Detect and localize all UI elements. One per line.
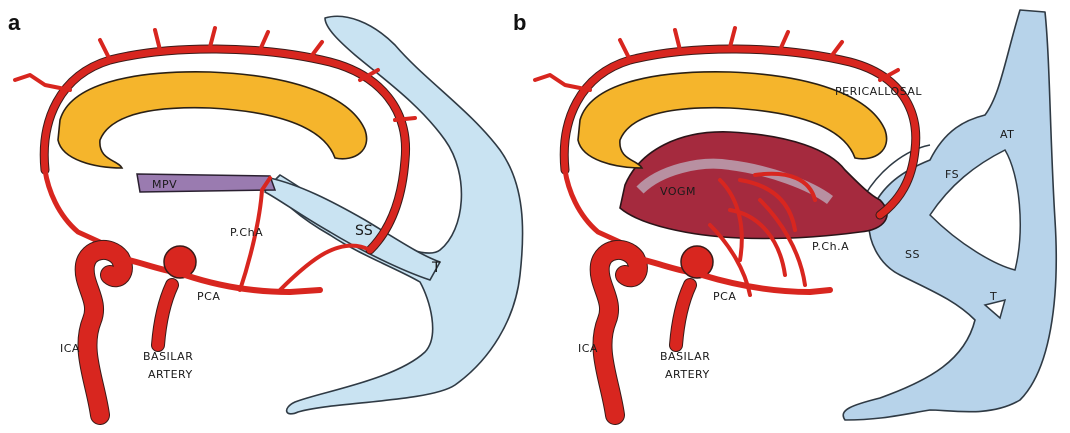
panel-a-straight-sinus — [265, 178, 440, 280]
panel-a-letter: a — [8, 10, 21, 35]
panel-b-label-pcha: P.Ch.A — [812, 240, 849, 253]
panel-a-label-pcha: P.ChA — [230, 226, 263, 239]
panel-b-label-basilar-2: ARTERY — [665, 368, 710, 381]
panel-a-ica — [85, 250, 123, 415]
panel-a-label-pca: PCA — [197, 290, 220, 303]
panel-a: a MPV P.ChA SS T PCA ICA BASI — [8, 10, 523, 415]
panel-a-basilar-tip — [164, 246, 196, 278]
panel-a-corpus-callosum — [58, 72, 367, 168]
panel-a-aca-segment — [45, 170, 100, 242]
panel-a-label-t: T — [431, 260, 441, 276]
panel-b-label-ica: ICA — [578, 342, 598, 355]
panel-b-label-pericallosal: PERICALLOSAL — [835, 85, 922, 98]
panel-b-label-at: AT — [1000, 128, 1014, 141]
panel-b-label-t: T — [989, 290, 997, 303]
panel-b-label-fs: FS — [945, 168, 959, 181]
panel-b-letter: b — [513, 10, 526, 35]
panel-b-label-ss: SS — [905, 248, 920, 261]
panel-b-label-pca: PCA — [713, 290, 736, 303]
panel-a-pca-branch — [280, 246, 370, 290]
panel-b: b PERICALLOSAL AT FS VOGM — [513, 10, 1056, 420]
panel-b-label-vogm: VOGM — [660, 185, 696, 198]
panel-b-label-basilar-1: BASILAR — [660, 350, 710, 363]
panel-b-basilar-tip — [681, 246, 713, 278]
panel-b-ica — [600, 250, 638, 415]
panel-a-label-mpv: MPV — [152, 178, 177, 191]
panel-a-label-basilar-2: ARTERY — [148, 368, 193, 381]
panel-a-label-ss: SS — [355, 223, 373, 239]
panel-b-aca-segment — [565, 170, 620, 242]
panel-a-label-ica: ICA — [60, 342, 80, 355]
panel-a-label-basilar-1: BASILAR — [143, 350, 193, 363]
